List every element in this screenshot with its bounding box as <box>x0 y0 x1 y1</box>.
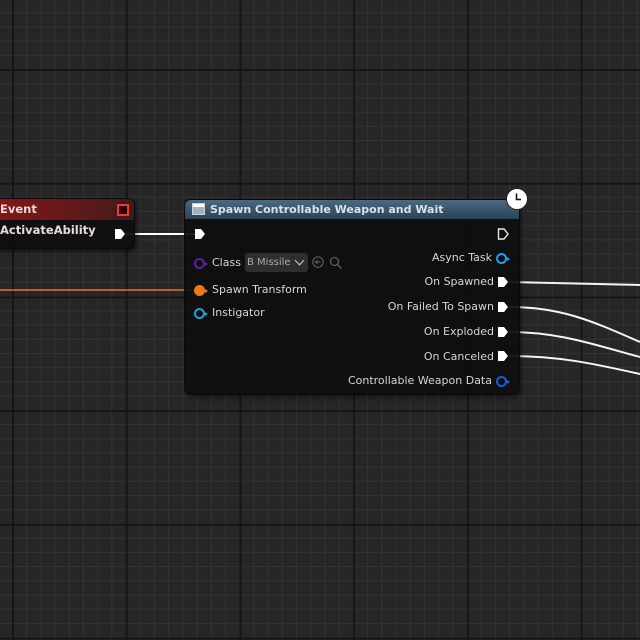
wire-on-exploded[interactable] <box>508 331 640 358</box>
event-activate-ability-node[interactable]: Event ActivateAbility <box>0 199 134 248</box>
chevron-down-icon <box>294 255 305 266</box>
class-pin-label: Class <box>212 256 241 269</box>
spawn-transform-pin-icon[interactable] <box>194 285 208 296</box>
spawn-controllable-weapon-node[interactable]: Spawn Controllable Weapon and Wait <box>185 200 519 394</box>
on-spawned-pin-label: On Spawned <box>424 275 494 288</box>
search-icon[interactable] <box>329 256 343 270</box>
async-task-pin-label: Async Task <box>431 251 492 264</box>
on-spawned-exec-pin-icon[interactable] <box>497 276 509 288</box>
wire-on-failed[interactable] <box>508 306 640 343</box>
delegate-square-icon[interactable] <box>117 204 129 216</box>
instigator-pin-icon[interactable] <box>194 308 208 319</box>
on-canceled-pin-label: On Canceled <box>423 350 494 363</box>
event-node-header[interactable]: Event ActivateAbility <box>0 199 134 237</box>
controllable-weapon-data-pin-icon[interactable] <box>496 376 510 387</box>
exec-out-pin-icon[interactable] <box>497 228 509 240</box>
spawn-node-header[interactable]: Spawn Controllable Weapon and Wait <box>185 200 519 219</box>
spawn-node-title: Spawn Controllable Weapon and Wait <box>210 203 444 216</box>
wire-on-spawned[interactable] <box>508 281 640 286</box>
on-failed-to-spawn-pin-label: On Failed To Spawn <box>387 300 494 313</box>
async-task-pin-icon[interactable] <box>496 253 510 264</box>
spawn-transform-pin-label: Spawn Transform <box>212 283 307 296</box>
event-node-title: Event ActivateAbility <box>0 202 96 237</box>
function-icon <box>192 203 205 215</box>
on-exploded-pin-label: On Exploded <box>423 325 494 338</box>
instigator-pin-label: Instigator <box>212 306 265 319</box>
exec-pin-icon[interactable] <box>114 228 126 240</box>
on-failed-exec-pin-icon[interactable] <box>497 301 509 313</box>
wire-on-canceled[interactable] <box>508 355 640 375</box>
class-pin-icon[interactable] <box>194 258 208 269</box>
class-combo-value: B Missile <box>247 257 291 268</box>
controllable-weapon-data-pin-label: Controllable Weapon Data <box>347 374 492 387</box>
arrow-left-circle-icon[interactable] <box>312 256 324 268</box>
on-exploded-exec-pin-icon[interactable] <box>497 326 509 338</box>
on-canceled-exec-pin-icon[interactable] <box>497 350 509 362</box>
clock-icon <box>506 188 528 210</box>
class-combo-box[interactable]: B Missile <box>245 253 308 272</box>
exec-in-pin-icon[interactable] <box>194 228 206 240</box>
